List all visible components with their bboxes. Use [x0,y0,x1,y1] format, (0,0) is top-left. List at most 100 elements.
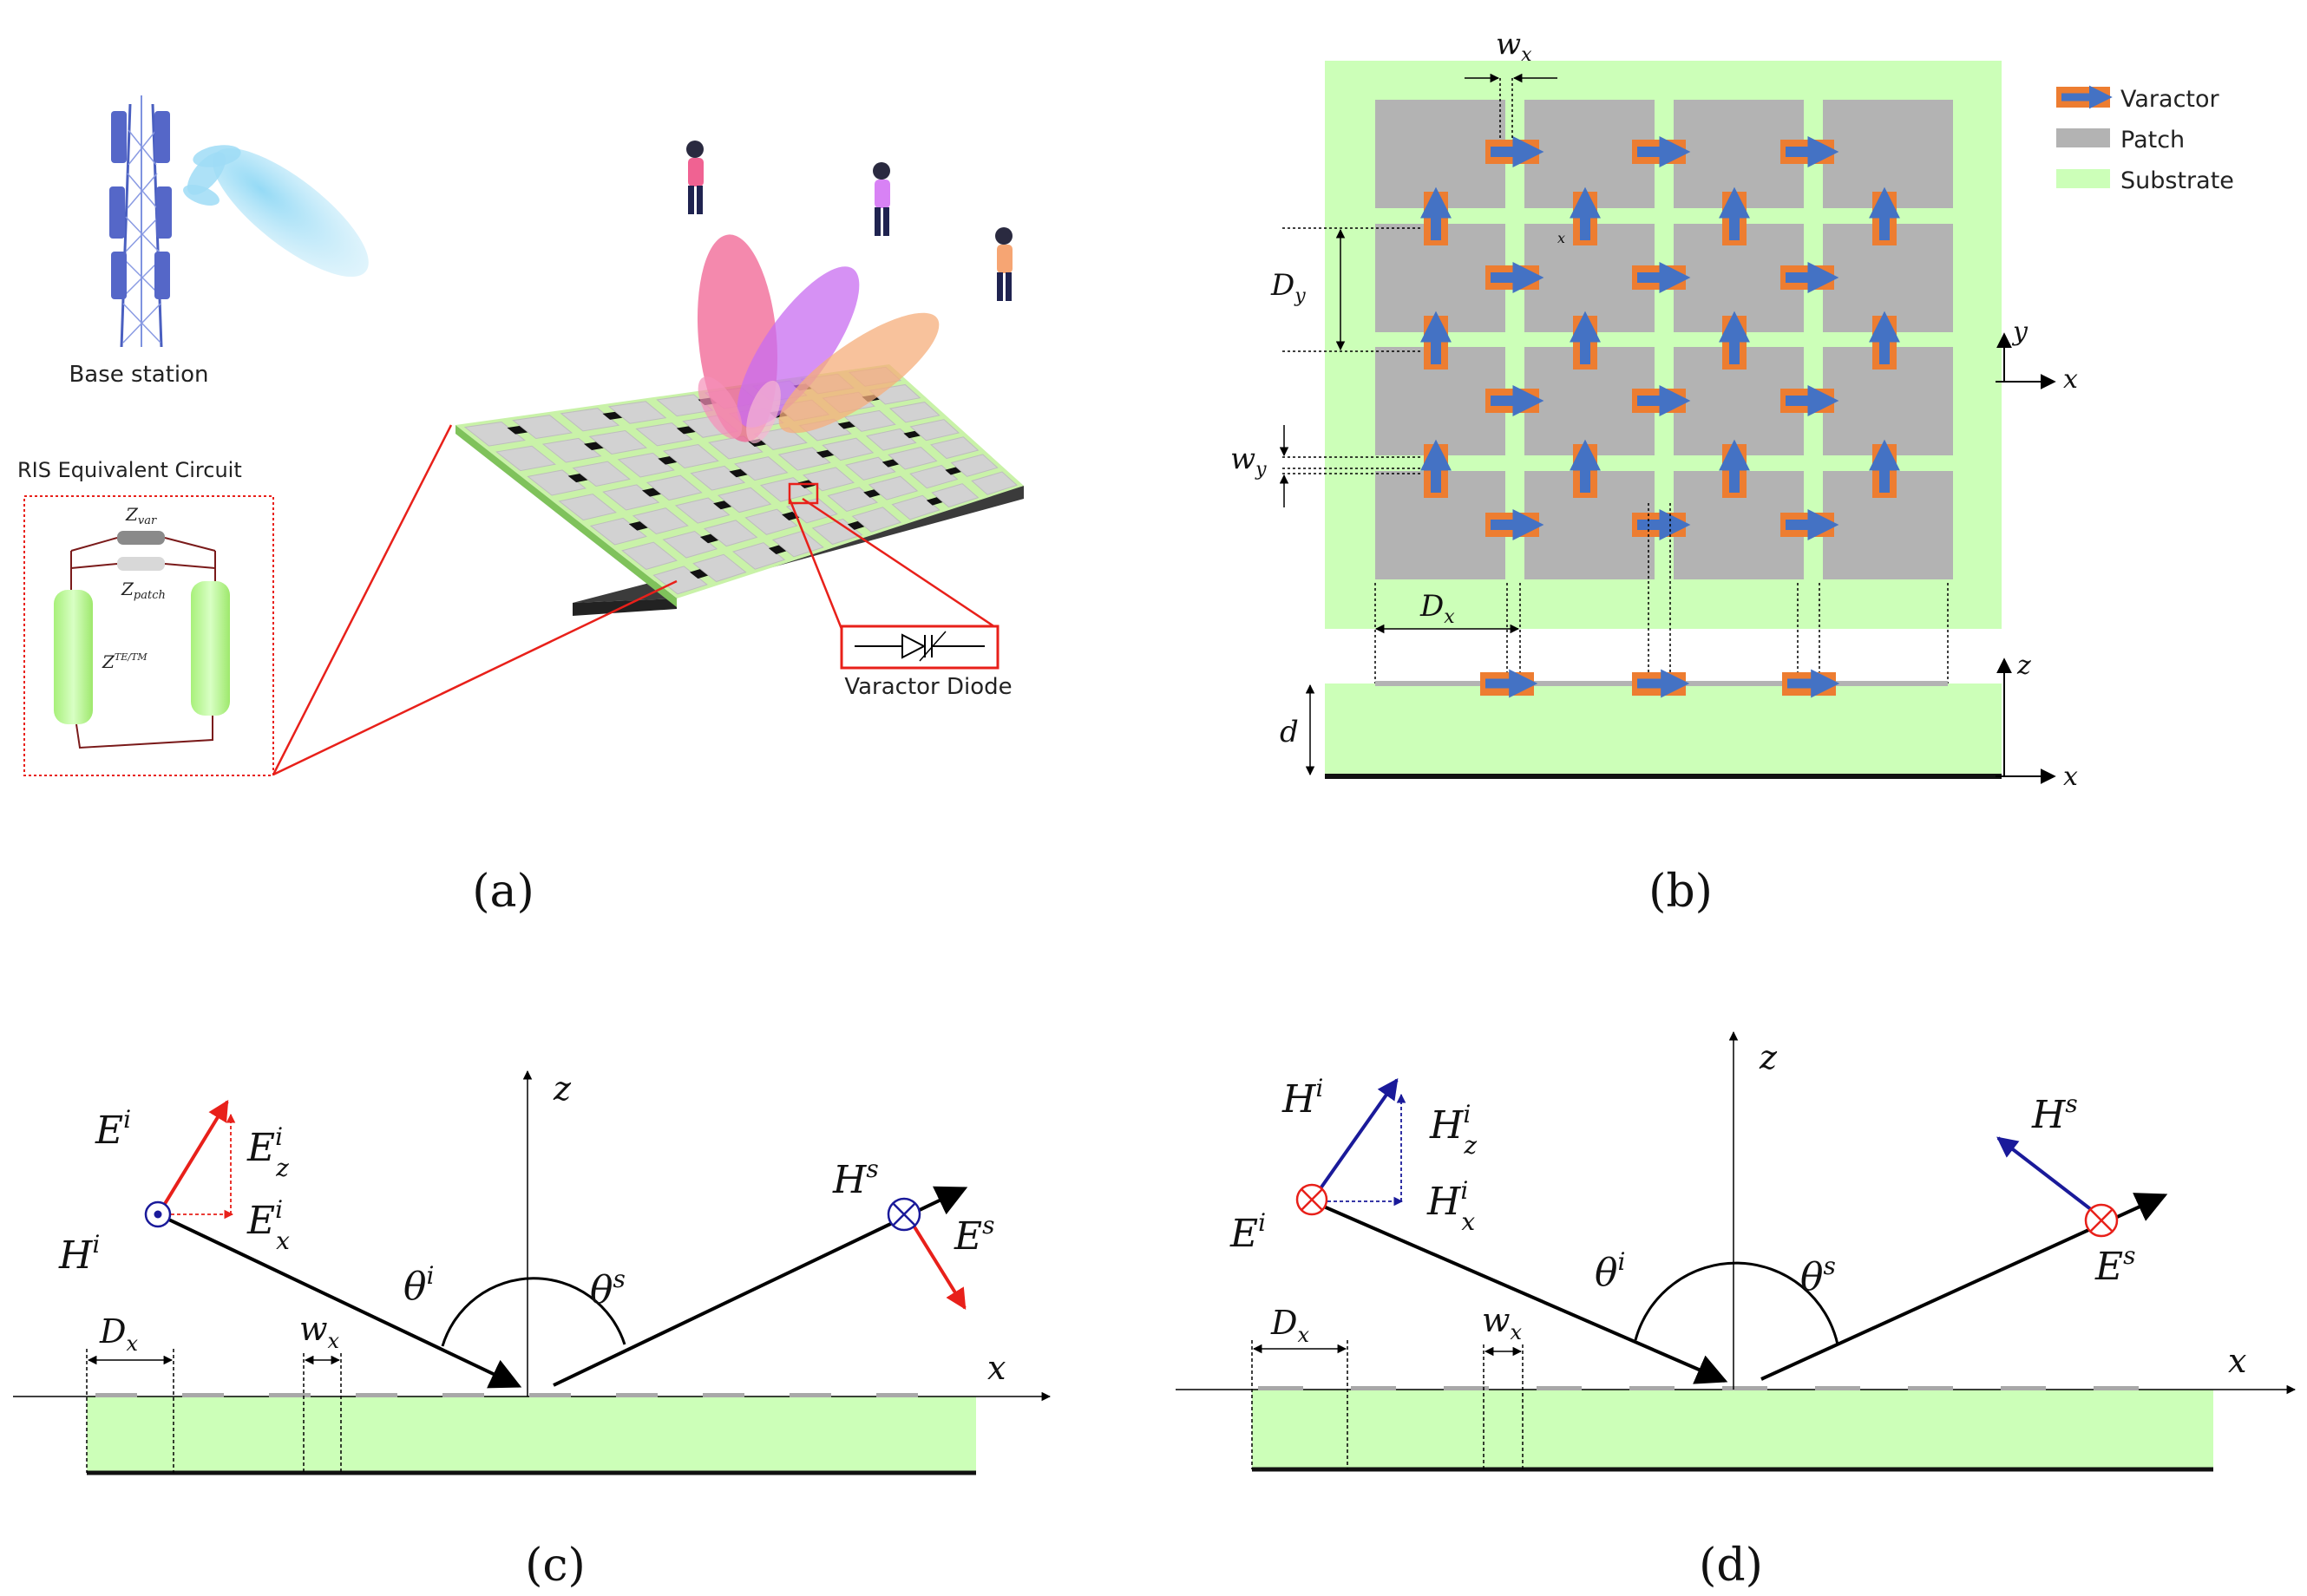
svg-text:Eix: Eix [246,1195,290,1255]
dim-wx-label: w [1496,27,1521,62]
patch-strip [1444,1386,1489,1390]
ris-patch [692,553,747,583]
varactor-horizontal [1632,385,1691,416]
c-Eiz-sub: z [275,1154,289,1182]
varactor-horizontal [1632,262,1691,293]
axis-x-label-top: x [2063,364,2078,395]
c-Ei-sup: i [123,1105,131,1134]
svg-text:Eiz: Eiz [246,1122,289,1182]
ris-beams [697,234,940,444]
c-dim-Dx: Dx [86,1312,174,1473]
varactor-horizontal [1780,509,1839,540]
d-Hs-sup: s [2065,1089,2077,1118]
ris-patch [662,530,718,559]
svg-text:Dx: Dx [1419,589,1455,628]
ris-patch [851,507,902,533]
svg-text:Hi: Hi [58,1230,100,1278]
varactor-diode-symbol [840,625,999,670]
d-x-label: x [2228,1342,2246,1380]
varactor-horizontal [1485,385,1544,416]
legend-label-substrate: Substrate [2120,167,2234,194]
z-tetm-sup: TE/TM [115,651,147,663]
varactor-vertical [1420,186,1452,245]
base-station-tower-icon [109,95,172,348]
patch-strip [790,1393,831,1397]
ris-patch [868,475,919,500]
ris-patch [621,541,678,570]
dim-Dy-label: D [1270,268,1294,303]
dim-Dy-sub: y [1294,285,1306,307]
d-substrate [1252,1390,2213,1469]
patch-strip [1815,1386,1860,1390]
svg-text:Zpatch: Zpatch [121,579,166,602]
svg-text:θs: θs [590,1265,626,1312]
varactor-vertical [1570,311,1601,370]
svg-text:Dy: Dy [1270,268,1306,307]
svg-text:Zvar: Zvar [125,504,157,527]
d-Hi-label: H [1281,1077,1317,1122]
legend-label-patch: Patch [2120,127,2185,154]
patch-strip [1537,1386,1582,1390]
c-Eiz-sup: i [275,1122,283,1151]
panel-b: Varactor Patch Substrate wx Dy [1230,27,2234,918]
c-Eix-sub: x [276,1226,290,1255]
user-2-icon [873,162,890,236]
d-Hiz-sub: z [1463,1131,1477,1160]
d-angle-arc [1634,1261,1839,1345]
svg-text:Hix: Hix [1426,1176,1475,1236]
patch-strip [2094,1386,2139,1390]
ris-patch [844,456,896,481]
d-Es-label: E [2094,1245,2123,1289]
svg-text:Dx: Dx [1270,1304,1309,1347]
svg-text:wy: wy [1230,442,1267,481]
varactor-vertical [1869,186,1900,245]
ris-patch [588,429,648,455]
c-x-label: x [987,1349,1006,1387]
d-patches [1258,1386,2139,1390]
patch-strip [1258,1386,1303,1390]
svg-text:wx: wx [299,1310,340,1353]
d-Hi-sup: i [1315,1074,1323,1102]
circuit-title: RIS Equivalent Circuit [17,458,242,482]
c-Hi-sup: i [92,1230,100,1259]
varactor-horizontal [1485,509,1544,540]
caption-a: (a) [472,866,534,918]
ris-patch [558,494,617,521]
d-Es-into-page-symbol [2084,1203,2119,1238]
patch-strip [616,1393,658,1397]
ris-patch [541,437,602,463]
ris-patch [909,465,959,489]
z-tetm-cylinder-right [191,581,230,716]
axis-y-label: y [2011,317,2028,347]
c-theta-s-sup: s [613,1265,626,1293]
ris-patch [607,401,667,424]
dim-d: d [1280,684,1315,776]
ris-patch [865,428,917,451]
side-view-varactors [1480,669,1840,698]
ris-patch [909,419,960,442]
c-Dx-label: D [99,1312,126,1351]
svg-text:Ei: Ei [95,1105,131,1153]
d-Hs-vector [1996,1136,2101,1218]
c-theta-s-label: θ [590,1268,613,1312]
c-incident-ray [157,1213,522,1389]
z-patch-label: Z [121,579,134,599]
d-Hi-vector [1313,1078,1399,1199]
d-Hiz-sup: i [1463,1100,1471,1128]
ris-patch [888,402,940,423]
legend-swatch-patch [2056,128,2110,147]
c-Eix-sup: i [275,1195,283,1224]
c-theta-i-label: θ [403,1265,427,1309]
caption-b: (b) [1648,866,1713,918]
patch-strip [1629,1386,1675,1390]
c-Es-sup: s [982,1211,994,1240]
varactor-vertical [1719,311,1750,370]
varactor-vertical [1719,186,1750,245]
dim-wx-sub: x [1521,44,1532,66]
axes-xz: z x [1996,651,2078,792]
panel-d: z x Dx wx [1176,1030,2297,1592]
dim-d-label: d [1280,715,1299,749]
ris-patch [495,445,556,472]
varactor-diode-label: Varactor Diode [844,674,1012,700]
svg-text:θi: θi [1595,1247,1625,1295]
